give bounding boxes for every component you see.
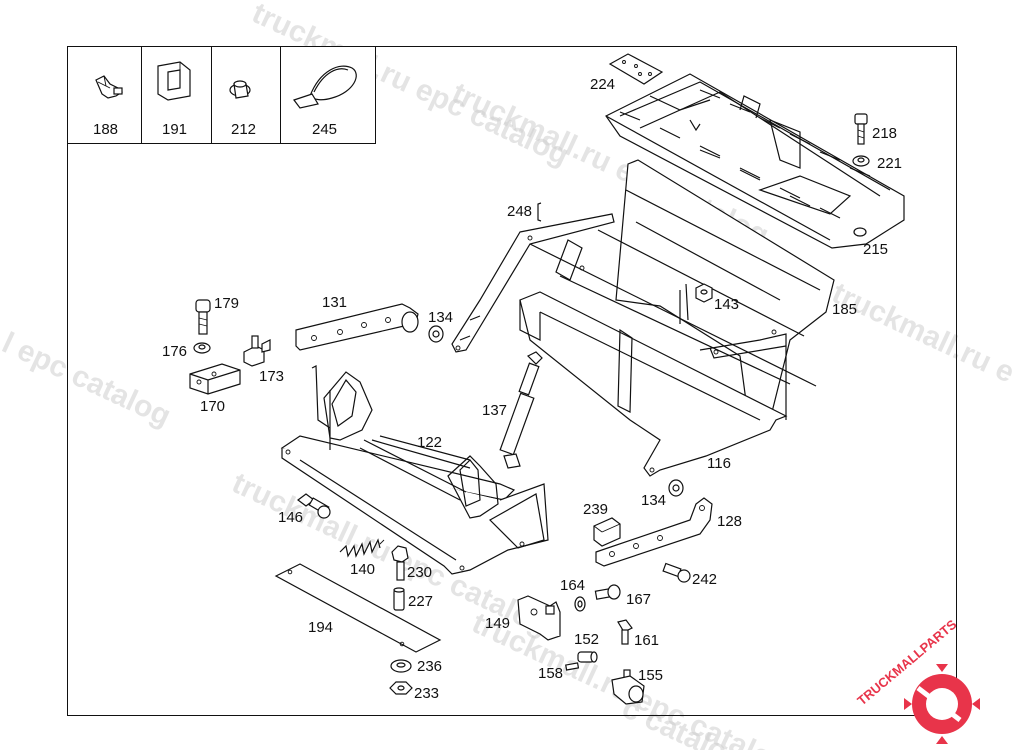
washer-221-drawing	[852, 155, 870, 167]
callout-230: 230	[407, 564, 432, 581]
bolt-167-drawing	[594, 584, 621, 600]
callout-137: 137	[482, 402, 507, 419]
washer-134-upper-drawing	[428, 325, 444, 343]
callout-155: 155	[638, 667, 663, 684]
pin-158-drawing	[565, 662, 580, 671]
block-170-drawing	[189, 363, 241, 395]
clip-nut-191-icon	[157, 61, 191, 101]
legend-label-245: 245	[312, 121, 337, 138]
washer-236-drawing	[390, 659, 412, 673]
callout-242: 242	[692, 571, 717, 588]
nut-233-drawing	[389, 681, 413, 695]
clip-188-icon	[95, 75, 123, 99]
valve-173-drawing	[243, 335, 271, 367]
callout-131: 131	[322, 294, 347, 311]
callout-236: 236	[417, 658, 442, 675]
bracket-149-drawing	[517, 595, 561, 641]
sleeve-227-drawing	[393, 587, 405, 611]
callout-158: 158	[538, 665, 563, 682]
callout-128: 128	[717, 513, 742, 530]
legend-label-212: 212	[231, 121, 256, 138]
callout-134-upper: 134	[428, 309, 453, 326]
callout-116: 116	[707, 455, 731, 472]
block-239-drawing	[593, 517, 621, 547]
clip-248-drawing	[537, 202, 542, 222]
callout-221: 221	[877, 155, 902, 172]
callout-161: 161	[634, 632, 659, 649]
bolt-146-drawing	[297, 493, 331, 519]
cable-tie-245-icon	[293, 65, 357, 109]
callout-164: 164	[560, 577, 585, 594]
callout-134-lower: 134	[641, 492, 666, 509]
fitting-161-drawing	[617, 619, 633, 645]
nut-143-drawing	[695, 283, 713, 303]
spring-140-drawing	[339, 538, 385, 558]
arm-128-drawing	[595, 497, 713, 567]
callout-152: 152	[574, 631, 599, 648]
diagram-frame	[67, 46, 957, 716]
legend-label-188: 188	[93, 121, 118, 138]
plate-224-drawing	[608, 53, 664, 85]
panel-116-drawing	[519, 283, 788, 477]
gear-logo-icon	[904, 664, 980, 744]
callout-224: 224	[590, 76, 615, 93]
nipple-152-drawing	[577, 651, 598, 663]
bracket-215-drawing	[605, 73, 905, 249]
legend-label-191: 191	[162, 121, 187, 138]
callout-179: 179	[214, 295, 239, 312]
watermark-4: l epc catalog	[0, 326, 176, 433]
callout-233: 233	[414, 685, 439, 702]
callout-122: 122	[417, 434, 442, 451]
callout-239: 239	[583, 501, 608, 518]
rivet-212-icon	[229, 80, 251, 99]
callout-149: 149	[485, 615, 510, 632]
bolt-242-drawing	[662, 562, 691, 583]
gas-strut-137-drawing	[499, 351, 543, 469]
callout-170: 170	[200, 398, 225, 415]
arm-131-drawing	[295, 303, 419, 351]
washer-134-lower-drawing	[668, 479, 684, 497]
callout-185: 185	[832, 301, 857, 318]
truckmall-parts-logo: TRUCKMALLPARTS	[854, 616, 980, 744]
watermark-6: truckmall.ru e	[827, 276, 1019, 389]
washer-164-drawing	[574, 596, 586, 612]
callout-140: 140	[350, 561, 375, 578]
bolt-179-drawing	[195, 299, 211, 335]
callout-167: 167	[626, 591, 651, 608]
callout-143: 143	[714, 296, 739, 313]
washer-176-drawing	[193, 342, 211, 354]
callout-194: 194	[308, 619, 333, 636]
callout-218: 218	[872, 125, 897, 142]
callout-215: 215	[863, 241, 888, 258]
parts-legend: 188 191 212 245	[67, 46, 376, 144]
callout-146: 146	[278, 509, 303, 526]
bolt-218-drawing	[854, 113, 868, 145]
frame-185-drawing	[451, 159, 835, 425]
bolt-230-drawing	[391, 545, 409, 581]
fitting-155-drawing	[611, 669, 645, 705]
callout-173: 173	[259, 368, 284, 385]
frame-122-drawing	[280, 365, 549, 575]
callout-labels: 224 218 221 215 248 185 143 179 131 134 …	[162, 76, 902, 702]
plate-194-drawing	[274, 563, 442, 653]
callout-176: 176	[162, 343, 187, 360]
callout-248: 248	[507, 203, 532, 220]
callout-227: 227	[408, 593, 433, 610]
